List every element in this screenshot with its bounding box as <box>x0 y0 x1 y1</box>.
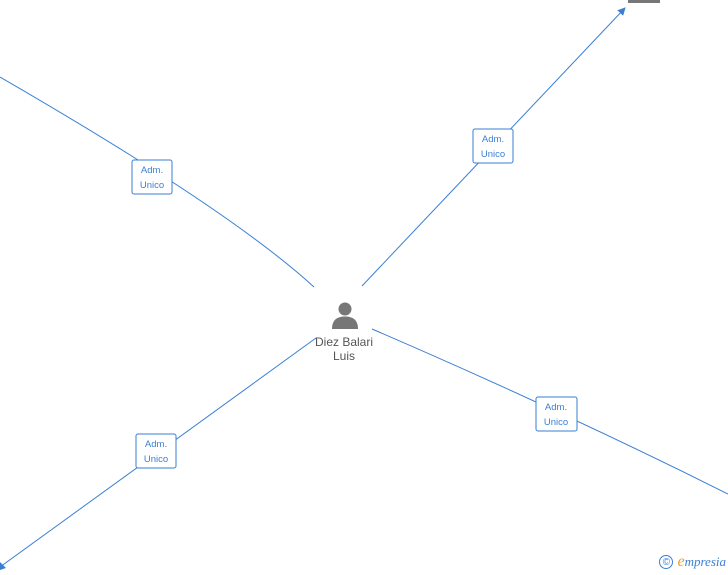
person-name-label[interactable]: Diez Balari Luis <box>294 335 394 363</box>
edge-line-upper-left <box>0 76 315 288</box>
edge-label-lower-left[interactable]: Adm. Unico <box>135 433 177 469</box>
svg-text:Adm.: Adm. <box>545 402 567 413</box>
svg-text:Adm.: Adm. <box>141 165 163 176</box>
target-node-top-right[interactable] <box>628 0 660 3</box>
svg-text:Adm.: Adm. <box>482 134 504 145</box>
svg-text:Adm.: Adm. <box>145 439 167 450</box>
edge-label-lower-right[interactable]: Adm. Unico <box>535 396 578 432</box>
svg-text:Unico: Unico <box>140 180 164 191</box>
person-icon[interactable] <box>330 300 360 330</box>
svg-text:Unico: Unico <box>544 417 568 428</box>
edge-label-upper-right[interactable]: Adm. Unico <box>472 128 514 164</box>
edge-label-upper-left[interactable]: Adm. Unico <box>131 159 173 195</box>
brand-logo: empresia <box>677 553 726 570</box>
empresia-watermark: © empresia <box>659 553 726 571</box>
copyright-icon: © <box>659 555 674 569</box>
svg-text:Unico: Unico <box>481 149 505 160</box>
person-name-line1: Diez Balari <box>314 335 374 349</box>
svg-text:Unico: Unico <box>144 454 168 465</box>
arrowhead-lower-left <box>0 562 6 570</box>
person-name-line2: Luis <box>332 349 355 363</box>
